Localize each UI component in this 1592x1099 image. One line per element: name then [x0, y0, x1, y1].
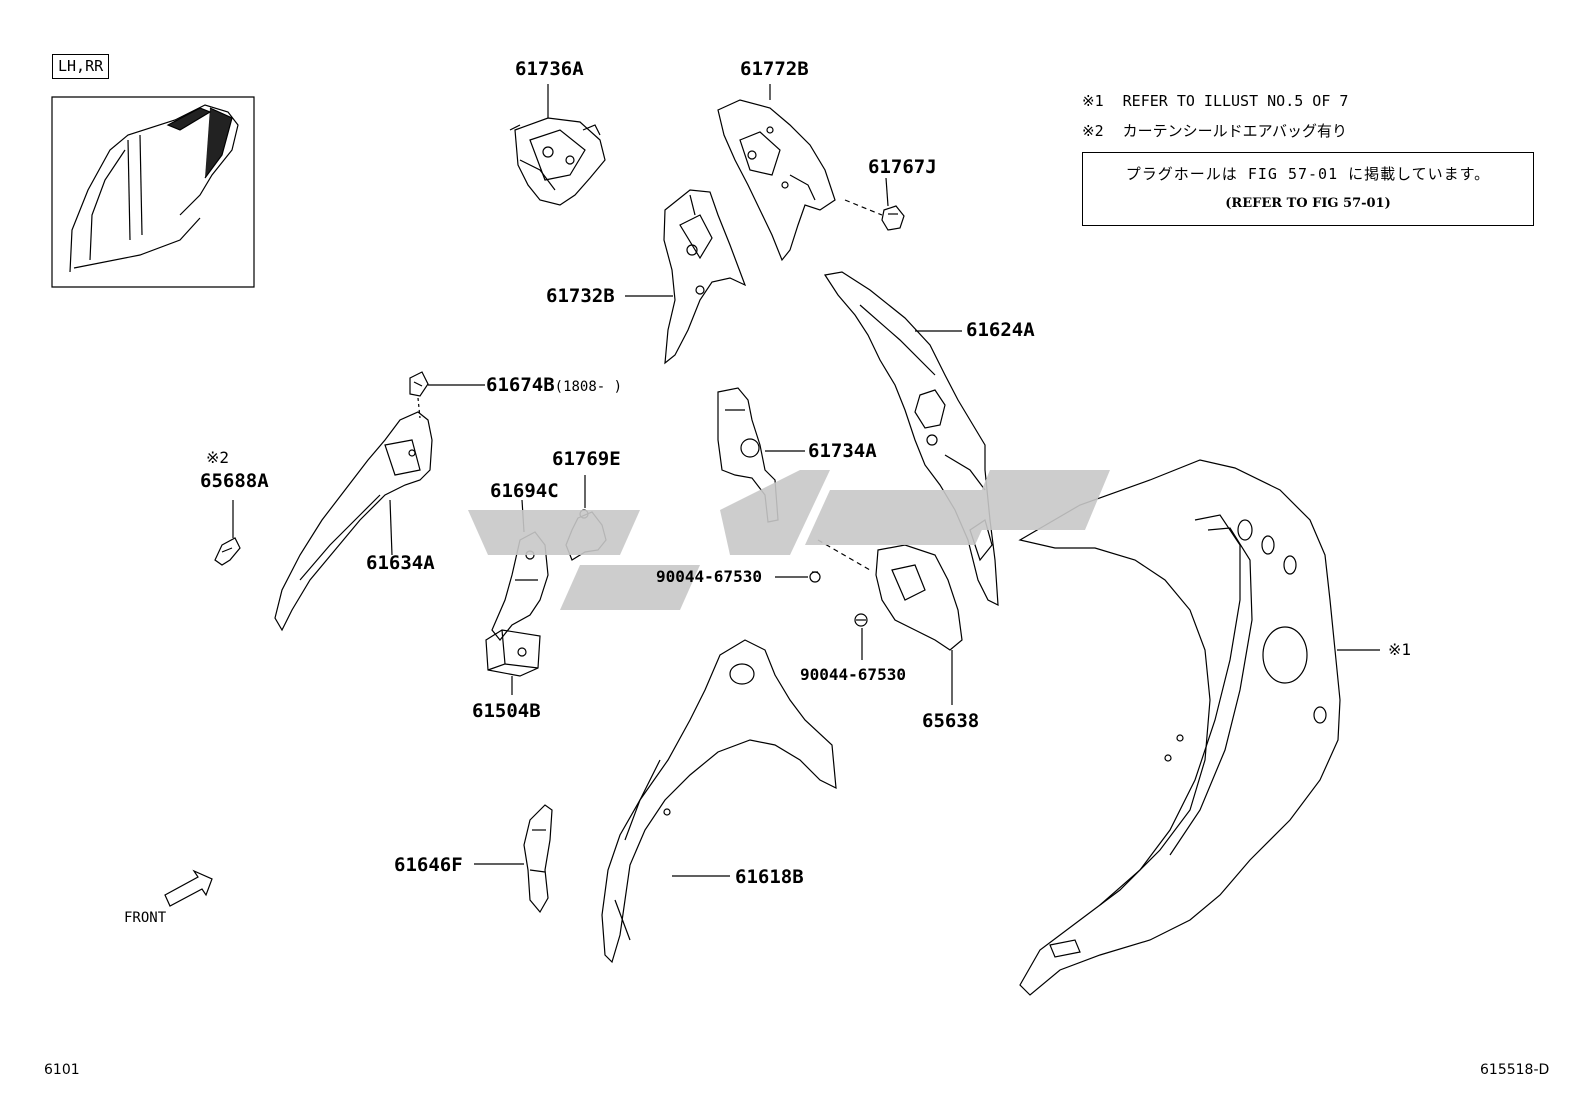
part-label-61624A[interactable]: 61624A [966, 319, 1035, 341]
note-1-mark: ※1 [1082, 92, 1104, 110]
part-65688A-shape [215, 538, 240, 565]
front-label: FRONT [124, 910, 167, 926]
part-label-61618B[interactable]: 61618B [735, 866, 804, 888]
inset-body-side-icon [70, 105, 238, 272]
footer-left-code: 6101 [44, 1062, 80, 1078]
fastener-90044-shape-a [810, 572, 820, 582]
part-65638-shape [876, 545, 962, 650]
part-61634A-shape [275, 412, 432, 630]
part-label-61736A[interactable]: 61736A [515, 58, 584, 80]
part-label-61646F[interactable]: 61646F [394, 854, 463, 876]
part-61504B-shape [486, 630, 540, 676]
region-label: LH,RR [52, 54, 110, 79]
part-label-61674B-number[interactable]: 61674B [486, 374, 555, 396]
footer-right-code: 615518-D [1480, 1062, 1550, 1078]
note-2: ※2 カーテンシールドエアバッグ有り [1082, 120, 1347, 141]
part-label-ref-1[interactable]: ※1 [1388, 640, 1412, 659]
part-label-90044-67530-b[interactable]: 90044-67530 [800, 665, 906, 684]
front-arrow-icon [165, 871, 212, 906]
plug-hole-reference-box: プラグホールは FIG 57-01 に掲載しています。 (REFER TO FI… [1082, 152, 1534, 226]
inset-frame [52, 97, 254, 287]
part-label-61634A[interactable]: 61634A [366, 552, 435, 574]
part-61772B-shape [718, 100, 835, 260]
part-label-61732B[interactable]: 61732B [546, 285, 615, 307]
part-61767J-shape [882, 206, 904, 230]
plug-box-line1: プラグホールは FIG 57-01 に掲載しています。 [1125, 165, 1491, 183]
part-label-61674B-date: (1808- ) [554, 379, 623, 395]
part-61646F-shape [524, 805, 552, 912]
part-61674B-shape [410, 372, 428, 396]
part-61736A-shape [510, 118, 605, 205]
part-label-61767J[interactable]: 61767J [868, 156, 937, 178]
part-label-90044-67530-a[interactable]: 90044-67530 [656, 567, 762, 586]
part-61732B-shape [664, 190, 745, 363]
part-label-65688A-mark: ※2 [206, 448, 230, 467]
part-label-61674B: 61674B(1808- ) [486, 376, 622, 395]
part-quarter-panel-shape [1020, 460, 1340, 995]
part-label-61772B[interactable]: 61772B [740, 58, 809, 80]
note-1: ※1 REFER TO ILLUST NO.5 OF 7 [1082, 92, 1348, 110]
note-1-text: REFER TO ILLUST NO.5 OF 7 [1122, 92, 1349, 110]
fastener-90044-shape-b [855, 614, 867, 626]
part-label-65638[interactable]: 65638 [922, 710, 980, 732]
watermark-logo [468, 470, 1110, 610]
part-label-61734A[interactable]: 61734A [808, 440, 877, 462]
part-label-61769E[interactable]: 61769E [552, 448, 621, 470]
note-2-mark: ※2 [1082, 122, 1104, 140]
part-label-61504B[interactable]: 61504B [472, 700, 541, 722]
part-label-61694C[interactable]: 61694C [490, 480, 559, 502]
note-2-text: カーテンシールドエアバッグ有り [1122, 122, 1348, 140]
part-label-65688A[interactable]: 65688A [200, 470, 269, 492]
part-61618B-shape [602, 640, 836, 962]
plug-box-line2: (REFER TO FIG 57-01) [1225, 196, 1391, 211]
